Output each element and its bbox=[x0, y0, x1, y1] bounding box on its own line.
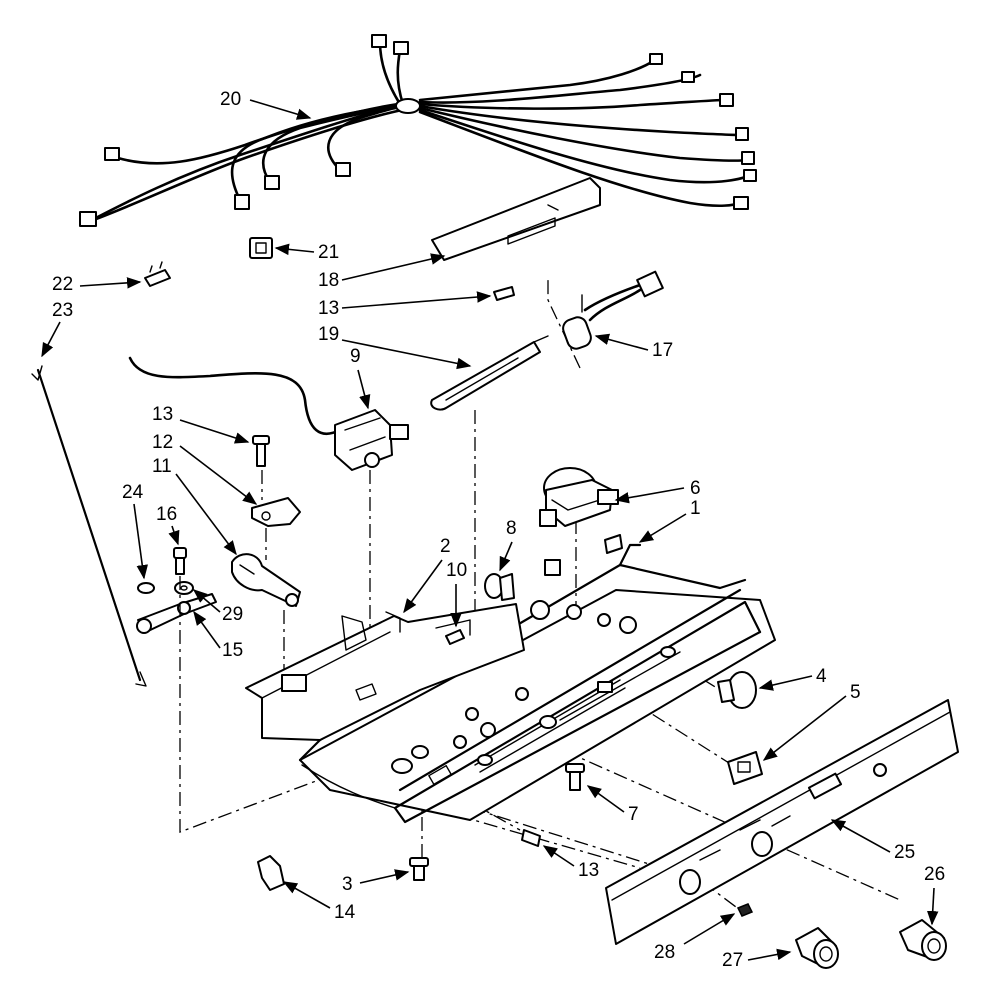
callout-5: 5 bbox=[850, 682, 861, 703]
part-13-screw-top bbox=[493, 286, 515, 301]
callout-25: 25 bbox=[894, 842, 915, 863]
callout-12: 12 bbox=[152, 432, 173, 453]
part-10-screw bbox=[445, 629, 465, 645]
callout-21: 21 bbox=[318, 242, 339, 263]
part-9-thermostat bbox=[128, 356, 409, 471]
callout-15: 15 bbox=[222, 640, 243, 661]
part-3-screw bbox=[409, 857, 429, 881]
callout-26: 26 bbox=[924, 864, 945, 885]
part-15-lever bbox=[136, 593, 217, 634]
callout-11: 11 bbox=[152, 456, 172, 477]
callout-20: 20 bbox=[220, 89, 241, 110]
callout-23: 23 bbox=[52, 300, 73, 321]
part-4-bulb bbox=[717, 671, 757, 709]
callout-1: 1 bbox=[690, 498, 701, 519]
part-27-knob bbox=[795, 927, 839, 969]
part-16-screw bbox=[173, 547, 187, 575]
callout-6: 6 bbox=[690, 478, 701, 499]
callout-4: 4 bbox=[816, 666, 827, 687]
callout-29: 29 bbox=[222, 604, 243, 625]
part-26-knob bbox=[899, 919, 947, 961]
part-11-cam bbox=[231, 553, 301, 607]
part-5-switch bbox=[727, 751, 763, 785]
callout-27: 27 bbox=[722, 950, 743, 971]
part-29-washer bbox=[174, 581, 194, 595]
part-22-clip bbox=[144, 261, 171, 287]
part-23-rod bbox=[31, 365, 147, 687]
callout-17: 17 bbox=[652, 340, 673, 361]
wire-harness bbox=[79, 34, 757, 227]
part-14-clip bbox=[257, 855, 285, 891]
callout-24: 24 bbox=[122, 482, 144, 503]
part-8-light-socket bbox=[484, 573, 515, 601]
callout-22: 22 bbox=[52, 274, 73, 295]
callout-14: 14 bbox=[334, 902, 356, 923]
callout-9: 9 bbox=[350, 346, 361, 367]
part-12-bracket bbox=[251, 497, 301, 527]
part-13-screw-bottom bbox=[521, 829, 541, 847]
part-17-capacitor bbox=[562, 270, 664, 350]
callout-10: 10 bbox=[446, 560, 467, 581]
part-7-screw bbox=[565, 763, 585, 791]
part-6-timer bbox=[539, 467, 619, 527]
callout-8: 8 bbox=[506, 518, 517, 539]
callout-18: 18 bbox=[318, 270, 339, 291]
callout-19: 19 bbox=[318, 324, 339, 345]
part-25-control-panel bbox=[605, 699, 959, 945]
part-21-clip bbox=[249, 237, 273, 259]
callout-2: 2 bbox=[440, 536, 451, 557]
part-18-cover bbox=[431, 177, 601, 261]
part-24-washer bbox=[137, 582, 155, 594]
callout-7: 7 bbox=[628, 804, 639, 825]
callout-3: 3 bbox=[342, 874, 353, 895]
callout-13-top: 13 bbox=[318, 298, 339, 319]
callout-16: 16 bbox=[156, 504, 177, 525]
part-28-clip bbox=[736, 903, 754, 917]
callouts: 20 21 18 13 19 9 17 22 23 13 12 11 24 16… bbox=[41, 89, 945, 971]
callout-13-left: 13 bbox=[152, 404, 173, 425]
part-19-heater bbox=[430, 335, 549, 411]
callout-28: 28 bbox=[654, 942, 675, 963]
part-13-screw-left bbox=[252, 435, 270, 467]
callout-13-bottom: 13 bbox=[578, 860, 599, 881]
